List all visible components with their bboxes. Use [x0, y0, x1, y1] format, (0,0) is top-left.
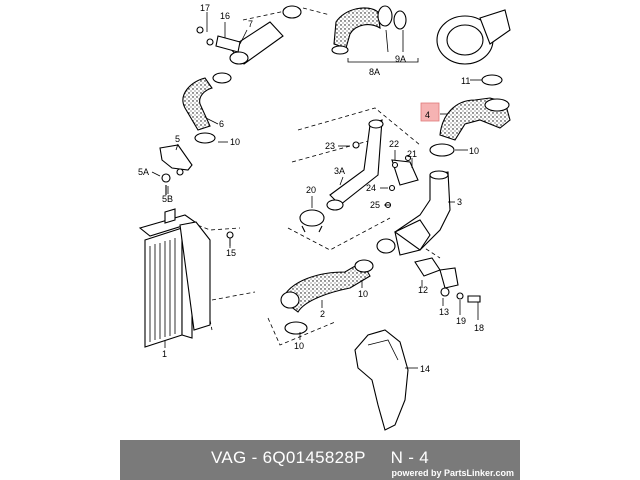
clamp-20 — [299, 209, 325, 233]
footer-position: N - 4 — [390, 448, 429, 467]
hose-8a — [331, 5, 419, 63]
hose-4-highlighted — [429, 97, 511, 157]
callout-3: 3 — [457, 197, 462, 207]
powered-by-text: powered by PartsLinker.com — [391, 468, 514, 478]
callout-10-left: 10 — [230, 137, 240, 147]
callout-25: 25 — [370, 200, 380, 210]
callout-24: 24 — [366, 183, 376, 193]
callout-labels: 17 16 7 9A 8A 11 4 10 6 10 5 5A 5B 23 22… — [138, 3, 484, 374]
pipe-3 — [376, 170, 451, 256]
air-duct-14 — [354, 329, 409, 431]
callout-14: 14 — [420, 364, 430, 374]
callout-6: 6 — [219, 119, 224, 129]
callout-16: 16 — [220, 11, 230, 21]
pipe-3a — [326, 119, 419, 211]
callout-13: 13 — [439, 307, 449, 317]
callout-17: 17 — [200, 3, 210, 13]
hose-2 — [280, 259, 374, 335]
pipe-7 — [206, 5, 302, 84]
callout-10-right: 10 — [469, 146, 479, 156]
highlight-box-4 — [420, 102, 440, 122]
callout-4: 4 — [425, 110, 430, 120]
callout-18: 18 — [474, 323, 484, 333]
callout-7: 7 — [248, 19, 253, 29]
leader-lines — [151, 12, 482, 369]
callout-11: 11 — [461, 76, 470, 86]
callout-10-bottom: 10 — [294, 341, 304, 351]
bolt-17 — [196, 26, 204, 34]
clamp-10-upper-left — [194, 132, 216, 144]
callout-15: 15 — [226, 248, 236, 258]
footer-part-number: 6Q0145828P — [262, 448, 366, 467]
intercooler — [138, 208, 211, 348]
bracket-12 — [414, 257, 481, 303]
callout-8a: 8A — [369, 67, 380, 77]
footer-separator: - — [246, 448, 263, 467]
callout-23: 23 — [325, 141, 335, 151]
callout-2: 2 — [320, 309, 325, 319]
bracket-5 — [159, 144, 193, 195]
footer-title: VAG - 6Q0145828P N - 4 — [120, 448, 520, 468]
footer-brand: VAG — [211, 448, 247, 467]
callout-9a: 9A — [395, 54, 406, 64]
callout-22: 22 — [389, 139, 399, 149]
callout-20: 20 — [306, 185, 316, 195]
callout-10-middle: 10 — [358, 289, 368, 299]
hose-6 — [182, 77, 213, 131]
footer-bar: VAG - 6Q0145828P N - 4 powered by PartsL… — [120, 440, 520, 480]
parts-diagram: 17 16 7 9A 8A 11 4 10 6 10 5 5A 5B 23 22… — [138, 3, 511, 431]
callout-1: 1 — [162, 349, 167, 359]
turbocharger — [436, 9, 511, 86]
callout-21: 21 — [407, 149, 417, 159]
callout-5: 5 — [175, 134, 180, 144]
callout-5a: 5A — [138, 167, 149, 177]
callout-12: 12 — [418, 285, 428, 295]
callout-19: 19 — [456, 316, 466, 326]
callout-3a: 3A — [334, 166, 345, 176]
callout-5b: 5B — [162, 194, 173, 204]
